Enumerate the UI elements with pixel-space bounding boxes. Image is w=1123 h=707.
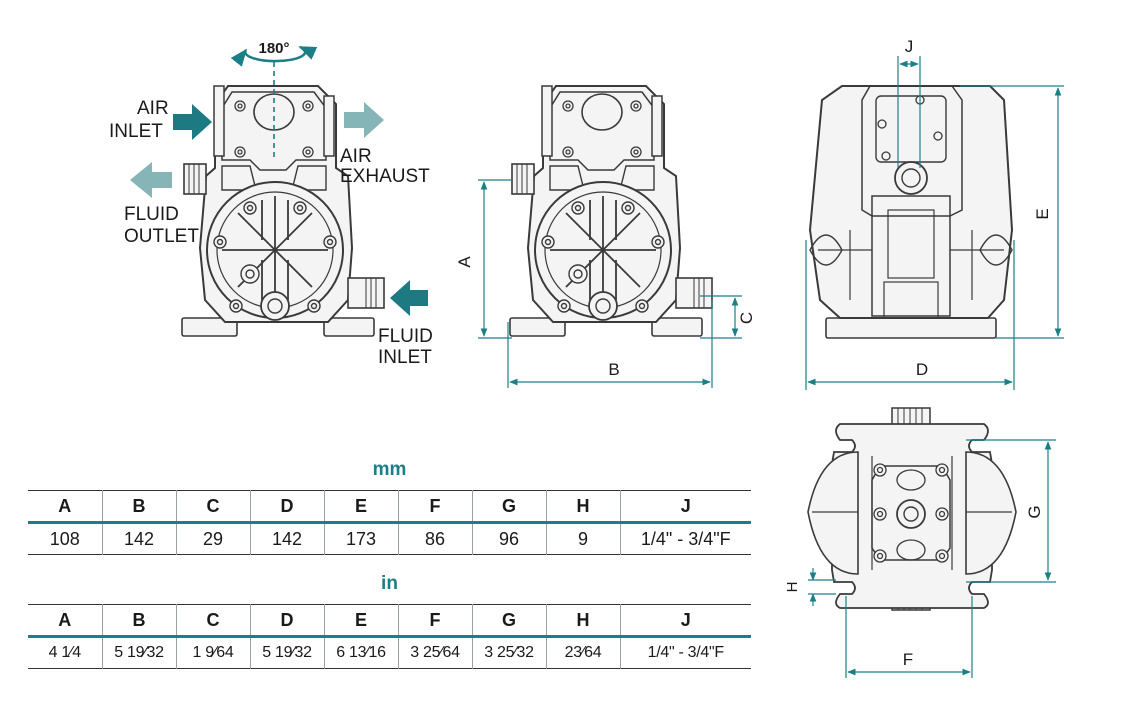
in-value-cell: 4 1⁄4 <box>48 644 82 661</box>
in-header-cell: D <box>249 604 324 637</box>
fluid-inlet-label-line2: INLET <box>378 347 432 368</box>
in-value-cell: 6 13⁄16 <box>323 636 398 669</box>
dimensioned-front-view: A B C <box>455 85 756 388</box>
mm-header-row: A B C D E F G H J <box>28 490 751 523</box>
mm-header-cell: J <box>619 490 751 523</box>
dim-label-g: G <box>1025 505 1044 518</box>
bottom-view: G F H <box>784 407 1056 678</box>
rotation-indicator: 180° <box>230 40 318 158</box>
air-exhaust-arrow <box>344 102 384 138</box>
mm-value-cell: 9 <box>545 522 620 555</box>
fluid-outlet-label-line1: FLUID <box>124 204 179 225</box>
mm-value-cell: 142 <box>249 522 324 555</box>
fluid-inlet-arrow <box>390 280 428 316</box>
fluid-outlet-label-line2: OUTLET <box>124 226 199 247</box>
mm-header-cell: D <box>249 490 324 523</box>
in-header-cell: J <box>619 604 751 637</box>
mm-value-cell: 142 <box>101 522 176 555</box>
in-value-cell: 3 25⁄32 <box>471 636 546 669</box>
in-value-cell: 5 19⁄32 <box>101 636 176 669</box>
air-inlet-label-line2: INLET <box>109 121 163 142</box>
in-value-row: 4 1⁄4 5 19⁄32 1 9⁄64 5 19⁄32 6 13⁄16 3 2… <box>28 636 751 669</box>
in-value-cell: 1 9⁄64 <box>175 636 250 669</box>
air-exhaust-label-line2: EXHAUST <box>340 166 430 187</box>
in-header-cell: H <box>545 604 620 637</box>
mm-value-cell: 96 <box>471 522 546 555</box>
mm-header-cell: E <box>323 490 398 523</box>
mm-value-cell: 29 <box>175 522 250 555</box>
dim-label-f: F <box>903 650 913 669</box>
mm-value-cell: 1/4" - 3/4"F <box>619 522 751 555</box>
fluid-outlet-arrow <box>130 162 172 198</box>
dim-label-a: A <box>455 256 474 268</box>
in-header-cell: F <box>397 604 472 637</box>
in-header-cell: A <box>58 609 72 630</box>
in-header-cell: G <box>471 604 546 637</box>
mm-header-cell: F <box>397 490 472 523</box>
in-header-row: A B C D E F G H J <box>28 604 751 637</box>
dim-label-j: J <box>905 37 914 56</box>
dim-label-h: H <box>784 582 801 593</box>
mm-unit-heading: mm <box>372 459 407 480</box>
in-value-cell: 23⁄64 <box>545 636 620 669</box>
mm-value-cell: 86 <box>397 522 472 555</box>
air-exhaust-label-line1: AIR <box>340 146 372 167</box>
in-header-cell: E <box>323 604 398 637</box>
rotation-label: 180° <box>258 40 289 57</box>
mm-header-cell: C <box>175 490 250 523</box>
side-view: J E D <box>805 37 1064 390</box>
mm-header-cell: A <box>58 495 72 516</box>
dim-label-d: D <box>916 360 928 379</box>
in-value-cell: 5 19⁄32 <box>249 636 324 669</box>
in-value-cell: 1/4" - 3/4"F <box>619 636 751 669</box>
mm-header-cell: H <box>545 490 620 523</box>
mm-value-cell: 173 <box>323 522 398 555</box>
in-header-cell: C <box>175 604 250 637</box>
mm-header-cell: B <box>101 490 176 523</box>
air-inlet-arrow <box>173 104 212 140</box>
mm-value-row: 108 142 29 142 173 86 96 9 1/4" - 3/4"F <box>28 522 751 555</box>
in-header-cell: B <box>101 604 176 637</box>
mm-header-cell: G <box>471 490 546 523</box>
in-value-cell: 3 25⁄64 <box>397 636 472 669</box>
in-dimension-table: A B C D E F G H J 4 1⁄4 5 19⁄32 1 9⁄64 5… <box>28 604 751 669</box>
fluid-inlet-label-line1: FLUID <box>378 326 433 347</box>
air-inlet-label-line1: AIR <box>137 98 169 119</box>
dim-label-e: E <box>1033 208 1052 219</box>
dim-label-b: B <box>608 360 619 379</box>
mm-dimension-table: A B C D E F G H J 108 142 29 142 173 86 … <box>28 490 751 555</box>
annotated-front-view: 180° AIR INLET AIR EXHAUST FLUID OUTLET … <box>109 40 433 368</box>
mm-value-cell: 108 <box>49 528 80 549</box>
in-unit-heading: in <box>381 573 398 594</box>
dim-label-c: C <box>737 312 756 324</box>
